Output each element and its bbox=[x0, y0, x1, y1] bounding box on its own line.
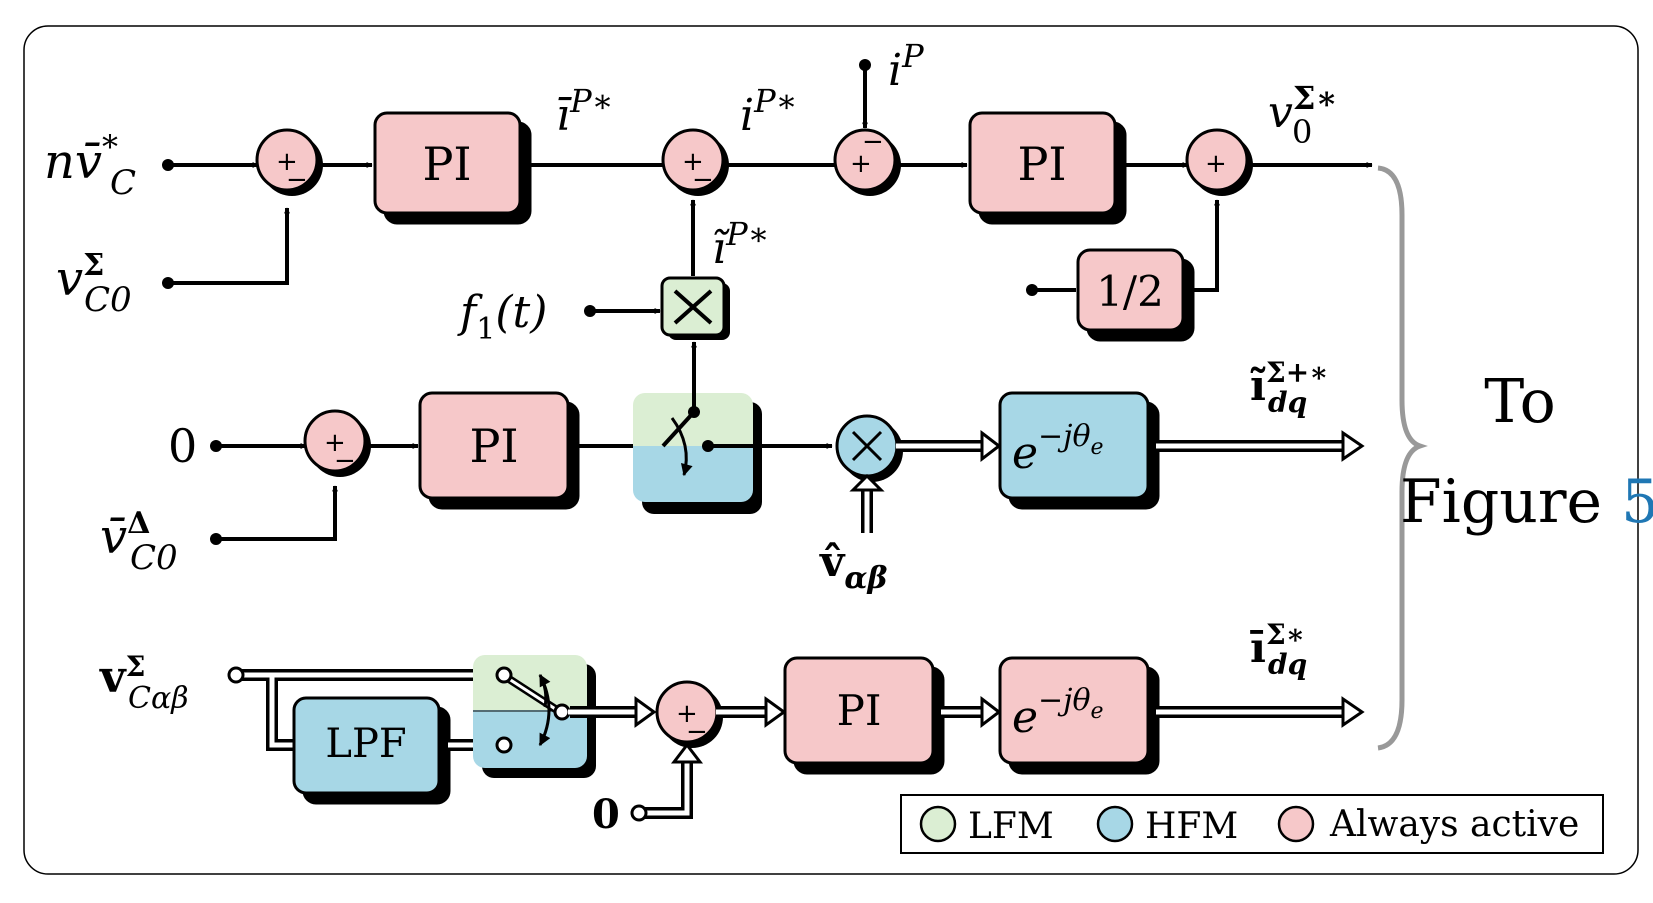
legend: LFM HFM Always active bbox=[900, 794, 1604, 854]
to-figure-line2: Figure 5 bbox=[1400, 467, 1653, 537]
pi-block-middle: PI bbox=[418, 391, 570, 500]
svg-text:e−jθe: e−jθe bbox=[1012, 683, 1104, 743]
legend-label-hfm: HFM bbox=[1145, 806, 1238, 847]
top-row: + − PI īP∗ + − iP∗ iP + − bbox=[162, 37, 1373, 332]
svg-text:PI: PI bbox=[837, 686, 882, 735]
diagram-frame bbox=[23, 25, 1639, 875]
label-zero-mid: 0 bbox=[168, 419, 197, 473]
svg-text:−: − bbox=[334, 446, 356, 476]
svg-text:LPF: LPF bbox=[325, 721, 406, 767]
svg-text:+: + bbox=[850, 149, 872, 179]
label-n-vc-star: nv̄*C bbox=[44, 128, 136, 203]
svg-text:−: − bbox=[686, 717, 708, 747]
svg-text:+: + bbox=[324, 428, 346, 458]
legend-swatch-hfm bbox=[1096, 805, 1134, 843]
rotation-block-bottom: e−jθe bbox=[998, 656, 1150, 765]
svg-text:+: + bbox=[276, 147, 298, 177]
input-node-zero-bottom bbox=[630, 804, 648, 822]
output-brace bbox=[1377, 165, 1428, 751]
label-i-p-star: iP∗ bbox=[740, 82, 797, 141]
sum-junction-3: + − bbox=[833, 127, 901, 196]
pi-block-top-2: PI bbox=[968, 111, 1117, 215]
svg-text:+: + bbox=[1205, 149, 1227, 179]
legend-label-lfm: LFM bbox=[968, 806, 1054, 847]
pi-block-top-1: PI bbox=[373, 111, 522, 215]
middle-row: f1(t) ĩP∗ 0 + − PI bbox=[168, 199, 1365, 596]
label-v-hat-alpha-beta: v̂αβ bbox=[819, 537, 887, 596]
svg-text:+: + bbox=[676, 699, 698, 729]
pi-block-bottom: PI bbox=[783, 656, 935, 765]
mode-switch-bottom bbox=[473, 655, 596, 778]
svg-text:PI: PI bbox=[422, 137, 471, 191]
sum-junction-2: + − bbox=[661, 128, 729, 196]
input-node-v-c-alpha-beta bbox=[227, 666, 245, 684]
svg-text:e−jθe: e−jθe bbox=[1012, 419, 1104, 479]
legend-swatch-lfm bbox=[919, 805, 957, 843]
label-f1t: f1(t) bbox=[457, 287, 547, 347]
multiplier-v-hat bbox=[835, 414, 903, 482]
label-i-p: iP bbox=[888, 37, 924, 96]
svg-text:−: − bbox=[692, 165, 714, 195]
svg-text:1/2: 1/2 bbox=[1096, 267, 1164, 316]
sum-junction-6: + − bbox=[655, 680, 723, 748]
label-i-bar-dq-sigma-star: īΣ∗dq bbox=[1250, 618, 1307, 681]
label-i-tilde-dq-sigma-plus-star: ĩΣ+∗dq bbox=[1250, 356, 1329, 419]
svg-text:+: + bbox=[682, 147, 704, 177]
half-gain-block: 1/2 bbox=[1076, 248, 1185, 332]
svg-text:PI: PI bbox=[469, 419, 518, 473]
label-zero-bottom: 0 bbox=[592, 791, 620, 838]
sum-junction-5: + − bbox=[303, 409, 371, 477]
sum-junction-1: + − bbox=[255, 128, 323, 196]
label-i-bar-p-star: īP∗ bbox=[556, 82, 613, 141]
rotation-block-middle: e−jθe bbox=[998, 391, 1150, 500]
sum-junction-4: + bbox=[1185, 128, 1253, 196]
svg-text:PI: PI bbox=[1017, 137, 1066, 191]
figure-ref-link[interactable]: 5 bbox=[1621, 467, 1653, 537]
mode-switch-middle bbox=[633, 393, 762, 514]
lpf-block: LPF bbox=[292, 696, 441, 795]
svg-text:−: − bbox=[862, 127, 884, 157]
svg-text:−: − bbox=[286, 165, 308, 195]
to-figure-line1: To bbox=[1484, 367, 1555, 437]
legend-label-always-active: Always active bbox=[1329, 804, 1579, 845]
multiplier-f1t bbox=[660, 276, 730, 340]
legend-swatch-always-active bbox=[1277, 805, 1315, 843]
label-i-tilde-p-star: ĩP∗ bbox=[712, 215, 769, 274]
label-v0-sigma-star: vΣ∗0 bbox=[1268, 79, 1338, 151]
